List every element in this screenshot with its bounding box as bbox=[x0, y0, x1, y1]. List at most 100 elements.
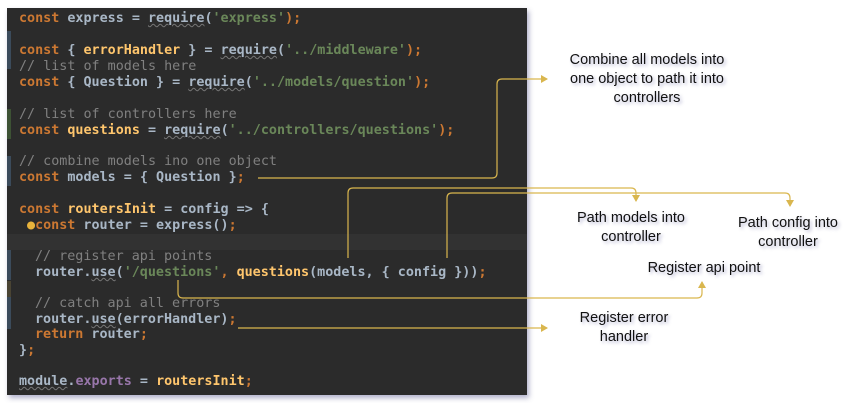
code-text: exports bbox=[75, 374, 132, 389]
code-text: errorHandler bbox=[83, 43, 181, 58]
note-line: controller bbox=[758, 234, 818, 250]
code-line[interactable]: router.use(errorHandler); bbox=[35, 312, 237, 328]
arrow-path-models bbox=[347, 187, 640, 258]
code-text: ; bbox=[27, 343, 36, 358]
lightbulb-icon[interactable]: ● bbox=[27, 218, 36, 233]
code-text: ( bbox=[244, 75, 253, 90]
code-text: } bbox=[19, 343, 28, 358]
code-text: ( bbox=[277, 43, 286, 58]
code-line[interactable]: }; bbox=[19, 343, 35, 359]
code-text: ; bbox=[228, 312, 237, 327]
code-text: ); bbox=[438, 123, 455, 138]
keyword: const bbox=[19, 43, 60, 58]
code-comment[interactable]: // list of controllers here bbox=[19, 107, 237, 122]
code-text: questions bbox=[67, 123, 140, 138]
code-line[interactable]: router.use('/questions', questions(model… bbox=[35, 265, 487, 281]
code-text: . bbox=[67, 374, 76, 389]
code-text: ( bbox=[115, 265, 124, 280]
code-text: ; bbox=[139, 327, 148, 342]
code-text: router. bbox=[35, 312, 92, 327]
current-line-highlight bbox=[7, 234, 527, 250]
note-line: controllers bbox=[613, 90, 681, 106]
arrow-path-config bbox=[446, 192, 794, 258]
note-path-config: Path config into controller bbox=[738, 214, 838, 252]
code-text: ; bbox=[244, 374, 253, 389]
code-text: { Question } = bbox=[59, 75, 189, 90]
code-text: = bbox=[131, 374, 157, 389]
keyword: const bbox=[35, 218, 76, 233]
keyword: const bbox=[19, 75, 60, 90]
code-text: ( bbox=[204, 11, 213, 26]
code-text: } = bbox=[180, 43, 221, 58]
code-text: require bbox=[164, 123, 221, 138]
keyword: const bbox=[19, 11, 60, 26]
code-text: , bbox=[220, 265, 237, 280]
code-text: router bbox=[83, 327, 140, 342]
code-text: ); bbox=[406, 43, 423, 58]
note-line: Path models into bbox=[576, 210, 686, 226]
gutter-change-marker bbox=[7, 297, 11, 329]
code-line[interactable]: ●const router = express(); bbox=[27, 218, 237, 234]
code-text: ( bbox=[220, 123, 229, 138]
code-comment[interactable]: // catch api all errors bbox=[35, 296, 221, 311]
string: '../middleware' bbox=[285, 43, 406, 58]
arrow-register-api bbox=[177, 280, 706, 299]
note-register-api: Register api point bbox=[647, 260, 761, 276]
gutter-change-marker bbox=[7, 250, 11, 280]
code-text: questions bbox=[236, 265, 310, 280]
code-text: router. bbox=[35, 265, 92, 280]
code-line[interactable]: const { Question } = require('../models/… bbox=[19, 75, 430, 91]
code-text: = bbox=[139, 123, 165, 138]
code-text: use bbox=[91, 312, 116, 327]
keyword: const bbox=[19, 202, 60, 217]
note-register-error: Register error handler bbox=[580, 309, 669, 347]
code-editor: const express = require('express'); cons… bbox=[7, 8, 527, 395]
code-comment[interactable]: // combine models ino one object bbox=[19, 154, 277, 169]
string: '../models/question' bbox=[252, 75, 415, 90]
code-line[interactable]: const routersInit = config => { bbox=[19, 202, 269, 218]
gutter-change-marker bbox=[7, 156, 11, 186]
code-text: require bbox=[188, 75, 245, 90]
code-text: { bbox=[59, 43, 84, 58]
string: '../controllers/questions' bbox=[228, 123, 439, 138]
code-text: require bbox=[220, 43, 277, 58]
code-text: ; bbox=[478, 265, 487, 280]
gutter-change-marker bbox=[7, 281, 11, 297]
note-line: one object to path it into bbox=[570, 71, 724, 87]
gutter-add-marker bbox=[7, 109, 11, 139]
code-comment[interactable]: // register api points bbox=[35, 249, 213, 264]
code-text: router = express() bbox=[75, 218, 229, 233]
code-line[interactable]: module.exports = routersInit; bbox=[19, 374, 253, 390]
note-line: handler bbox=[599, 329, 649, 345]
code-text: ; bbox=[236, 170, 245, 185]
code-text: = config => { bbox=[156, 202, 269, 217]
note-line: Register error bbox=[579, 310, 669, 326]
code-line[interactable]: const questions = require('../controller… bbox=[19, 123, 454, 139]
code-text: module bbox=[19, 374, 68, 389]
code-line[interactable]: const { errorHandler } = require('../mid… bbox=[19, 43, 422, 59]
keyword: return bbox=[35, 327, 84, 342]
code-text: ); bbox=[285, 11, 302, 26]
arrow-combine-models bbox=[258, 75, 548, 179]
code-text: ; bbox=[228, 218, 237, 233]
code-text: routersInit bbox=[156, 374, 245, 389]
code-text: use bbox=[91, 265, 116, 280]
code-text: (errorHandler) bbox=[115, 312, 229, 327]
note-line: controller bbox=[601, 229, 661, 245]
code-line[interactable]: const models = { Question }; bbox=[19, 170, 245, 186]
keyword: const bbox=[19, 123, 60, 138]
note-line: Combine all models into bbox=[569, 52, 725, 68]
code-text: express = bbox=[59, 11, 148, 26]
gutter-change-marker bbox=[7, 31, 11, 69]
code-text: ); bbox=[414, 75, 431, 90]
keyword: const bbox=[19, 170, 60, 185]
string: '/questions' bbox=[123, 265, 221, 280]
code-line[interactable]: return router; bbox=[35, 327, 148, 343]
code-line[interactable]: const express = require('express'); bbox=[19, 11, 301, 27]
code-text: routersInit bbox=[67, 202, 157, 217]
code-text: (models, { config })) bbox=[309, 265, 479, 280]
note-line: Path config into bbox=[738, 215, 838, 231]
code-text: require bbox=[148, 11, 205, 26]
code-comment[interactable]: // list of models here bbox=[19, 59, 197, 74]
